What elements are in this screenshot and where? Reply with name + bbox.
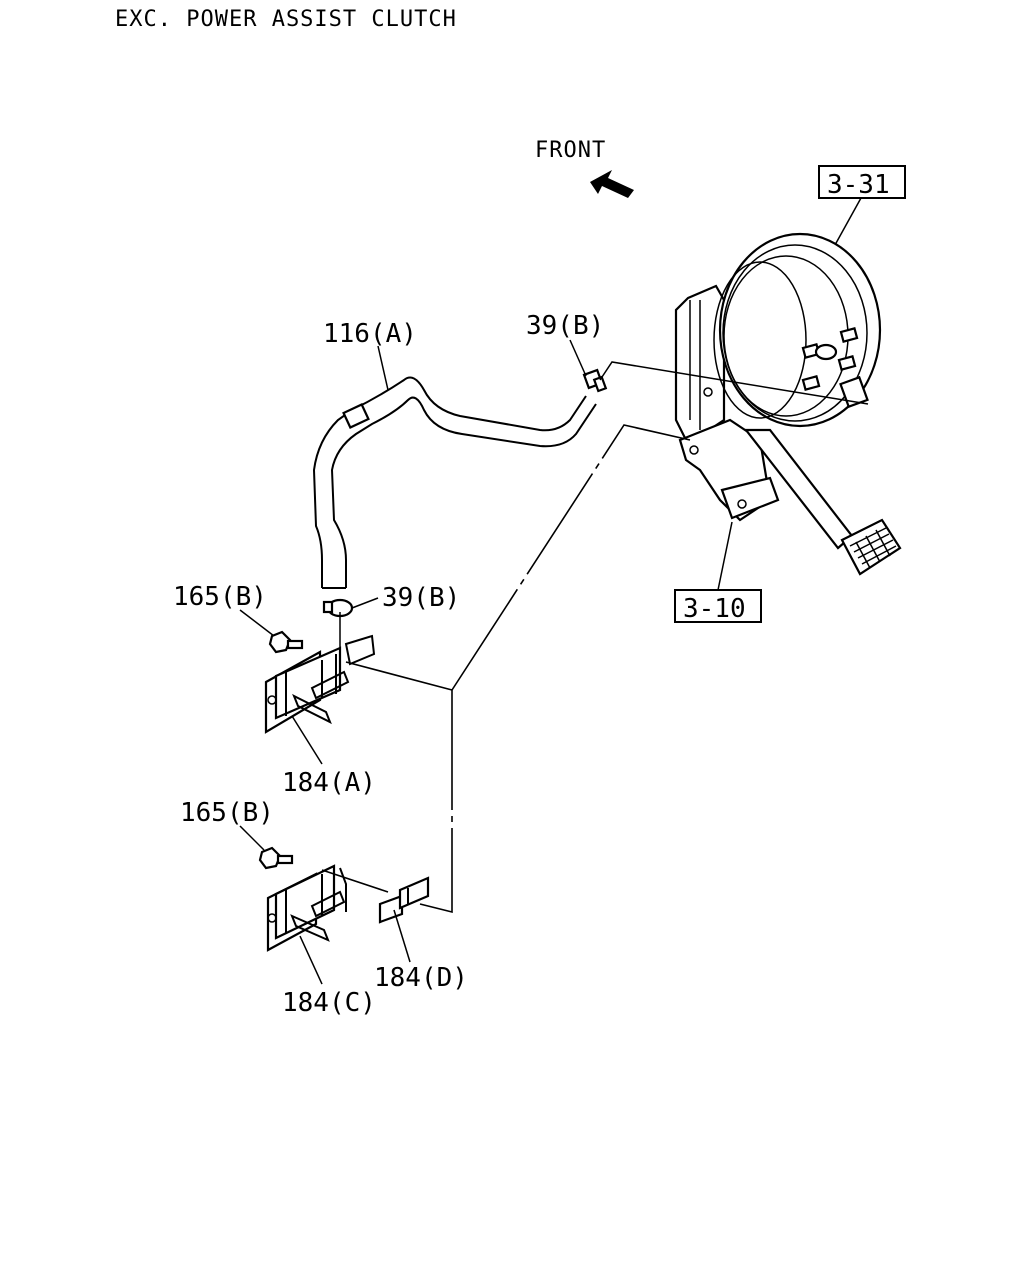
leader-bracket-d xyxy=(393,909,411,963)
ref-box-pedal[interactable]: 3-10 xyxy=(674,589,762,624)
leader-clip-top xyxy=(569,339,587,377)
front-label: FRONT xyxy=(535,138,606,163)
front-arrow-icon xyxy=(590,170,634,198)
bracket-c[interactable] xyxy=(266,864,347,952)
bolt-upper[interactable] xyxy=(268,630,304,654)
clip-mid[interactable] xyxy=(322,598,354,618)
connection-lines xyxy=(321,361,869,914)
bracket-d[interactable] xyxy=(378,876,430,924)
label-hose: 116(A) xyxy=(323,319,417,349)
vacuum-hose[interactable] xyxy=(312,376,597,589)
ref-pedal-label: 3-10 xyxy=(683,594,746,624)
bracket-a[interactable] xyxy=(264,634,376,734)
leader-bolt-lower xyxy=(239,825,265,851)
bolt-lower[interactable] xyxy=(258,846,294,870)
leader-bracket-c xyxy=(299,935,323,985)
leader-pedal xyxy=(717,521,733,591)
diagram-title: EXC. POWER ASSIST CLUTCH xyxy=(115,7,457,32)
label-bolt-upper: 165(B) xyxy=(173,582,267,612)
ref-booster-label: 3-31 xyxy=(827,170,890,200)
booster-studs xyxy=(801,327,869,409)
label-bracket-a: 184(A) xyxy=(282,768,376,798)
clip-top[interactable] xyxy=(582,368,608,393)
leader-hose xyxy=(377,345,389,391)
leader-bolt-upper xyxy=(239,609,275,637)
label-clip-top: 39(B) xyxy=(526,311,604,341)
label-bolt-lower: 165(B) xyxy=(180,798,274,828)
booster-pedal-assembly xyxy=(674,232,902,576)
leader-clip-mid xyxy=(351,597,379,609)
pedal-pad-grid xyxy=(849,527,897,569)
leader-bracket-a xyxy=(291,715,323,765)
label-bracket-c: 184(C) xyxy=(282,988,376,1018)
label-clip-mid: 39(B) xyxy=(382,583,460,613)
label-bracket-d: 184(D) xyxy=(374,963,468,993)
ref-box-booster[interactable]: 3-31 xyxy=(818,165,906,200)
